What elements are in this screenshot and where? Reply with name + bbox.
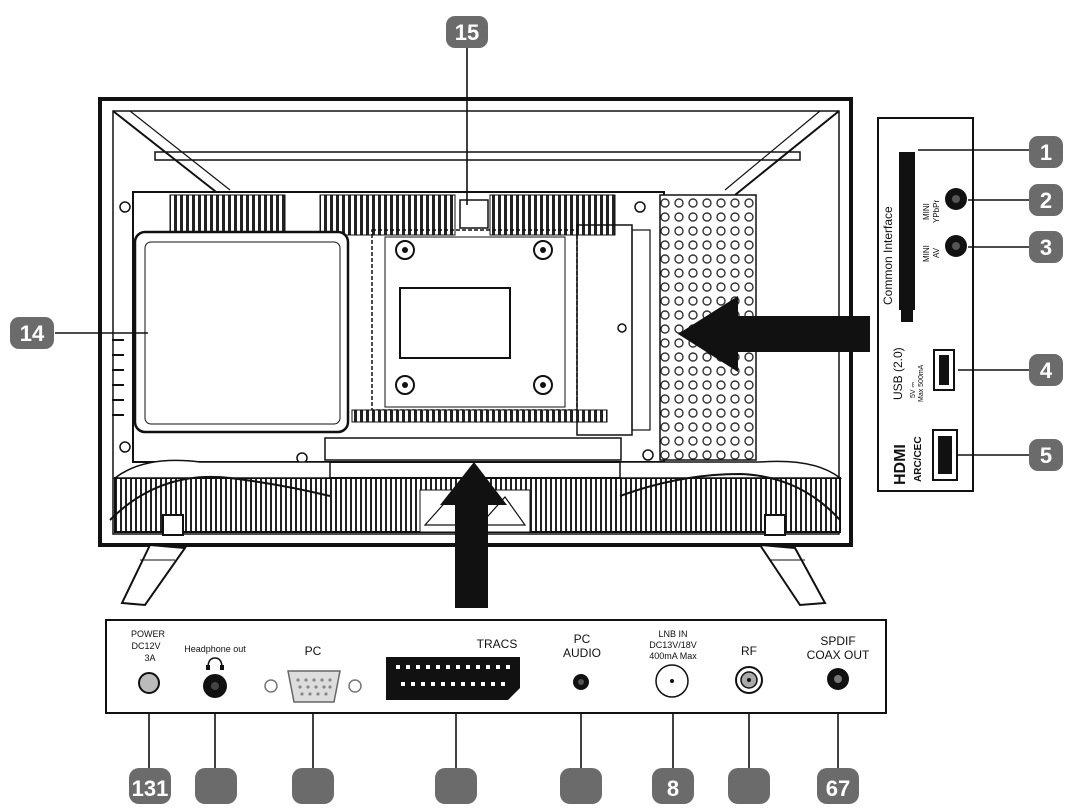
- callout-badge-4: 4: [1029, 354, 1063, 386]
- mini-ypbpr-jack[interactable]: [945, 188, 967, 210]
- callout-badge-lnb: 8: [652, 768, 694, 804]
- common-interface-label: Common Interface: [881, 206, 895, 305]
- lnb-label-2: DC13V/18V: [649, 640, 697, 650]
- spdif-label-2: COAX OUT: [807, 648, 870, 662]
- pc-vga-port[interactable]: [264, 670, 362, 703]
- pc-audio-jack[interactable]: [573, 674, 589, 690]
- svg-text:15: 15: [455, 20, 479, 45]
- mini-ypbpr-label-2: YPbPr: [932, 200, 941, 223]
- usb-spec-label-2: Max 500mA: [918, 364, 925, 402]
- callout-badge-spdif: 67: [817, 768, 859, 804]
- hdmi-label: HDMI: [892, 444, 909, 485]
- svg-text:67: 67: [826, 776, 850, 801]
- callout-badge-power: 131: [129, 768, 171, 804]
- arrow-to-bottom-panel: [440, 462, 507, 608]
- callout-badge-pc: [292, 768, 334, 804]
- headphone-jack[interactable]: [203, 674, 227, 698]
- svg-text:4: 4: [1040, 358, 1053, 383]
- tracs-scart-port[interactable]: [386, 657, 520, 700]
- bottom-connection-panel: POWER DC12V 3A Headphone out PC: [105, 619, 887, 714]
- callout-badge-2: 2: [1029, 184, 1063, 216]
- arrow-to-side-panel: [678, 296, 870, 372]
- lnb-label-3: 400mA Max: [649, 651, 697, 661]
- callout-badge-3: 3: [1029, 231, 1063, 263]
- svg-text:3: 3: [1040, 235, 1052, 260]
- spdif-label-1: SPDIF: [820, 634, 855, 648]
- svg-text:2: 2: [1040, 188, 1052, 213]
- bottom-callout-lines: [148, 713, 839, 769]
- rf-connector[interactable]: [735, 666, 763, 694]
- headphone-icon: [206, 657, 224, 670]
- common-interface-slot[interactable]: [899, 152, 915, 322]
- power-label-1: POWER: [131, 629, 166, 639]
- lnb-in-connector[interactable]: [655, 664, 689, 698]
- callout-badge-tracs: [435, 768, 477, 804]
- headphone-label: Headphone out: [184, 644, 246, 654]
- usb-port[interactable]: [933, 349, 955, 391]
- mini-av-label-2: AV: [932, 247, 941, 258]
- callout-badge-15: 15: [446, 16, 488, 48]
- pc-audio-label-1: PC: [574, 632, 591, 646]
- spdif-coax-out-jack[interactable]: [827, 668, 849, 690]
- svg-text:8: 8: [667, 776, 679, 801]
- svg-text:131: 131: [132, 776, 169, 801]
- pc-label: PC: [305, 644, 322, 658]
- side-callout-lines: [55, 48, 1030, 456]
- side-connection-panel: Common Interface MINI YPbPr MINI AV USB …: [877, 117, 974, 492]
- callout-badge-pc-audio: [560, 768, 602, 804]
- usb-label: USB (2.0): [891, 347, 905, 400]
- callout-badge-headphone: [195, 768, 237, 804]
- pc-audio-label-2: AUDIO: [563, 646, 601, 660]
- power-label-2: DC12V: [131, 641, 160, 651]
- mini-av-label-1: MINI: [922, 245, 931, 262]
- callout-badge-5: 5: [1029, 439, 1063, 471]
- lnb-label-1: LNB IN: [658, 629, 687, 639]
- callout-badge-rf: [728, 768, 770, 804]
- mini-av-jack[interactable]: [945, 235, 967, 257]
- svg-text:5: 5: [1040, 443, 1052, 468]
- callout-badge-14: 14: [10, 317, 54, 349]
- mini-ypbpr-label-1: MINI: [922, 203, 931, 220]
- callout-badge-1: 1: [1029, 136, 1063, 168]
- svg-text:14: 14: [20, 321, 45, 346]
- tracs-label: TRACS: [477, 637, 518, 651]
- rf-label: RF: [741, 644, 757, 658]
- power-label-3: 3A: [144, 653, 155, 663]
- power-jack[interactable]: [138, 672, 160, 694]
- arc-cec-label: ARC/CEC: [913, 436, 924, 482]
- hdmi-port[interactable]: [932, 429, 958, 481]
- svg-text:1: 1: [1040, 140, 1052, 165]
- usb-spec-label-1: 5V ⎓: [910, 381, 917, 398]
